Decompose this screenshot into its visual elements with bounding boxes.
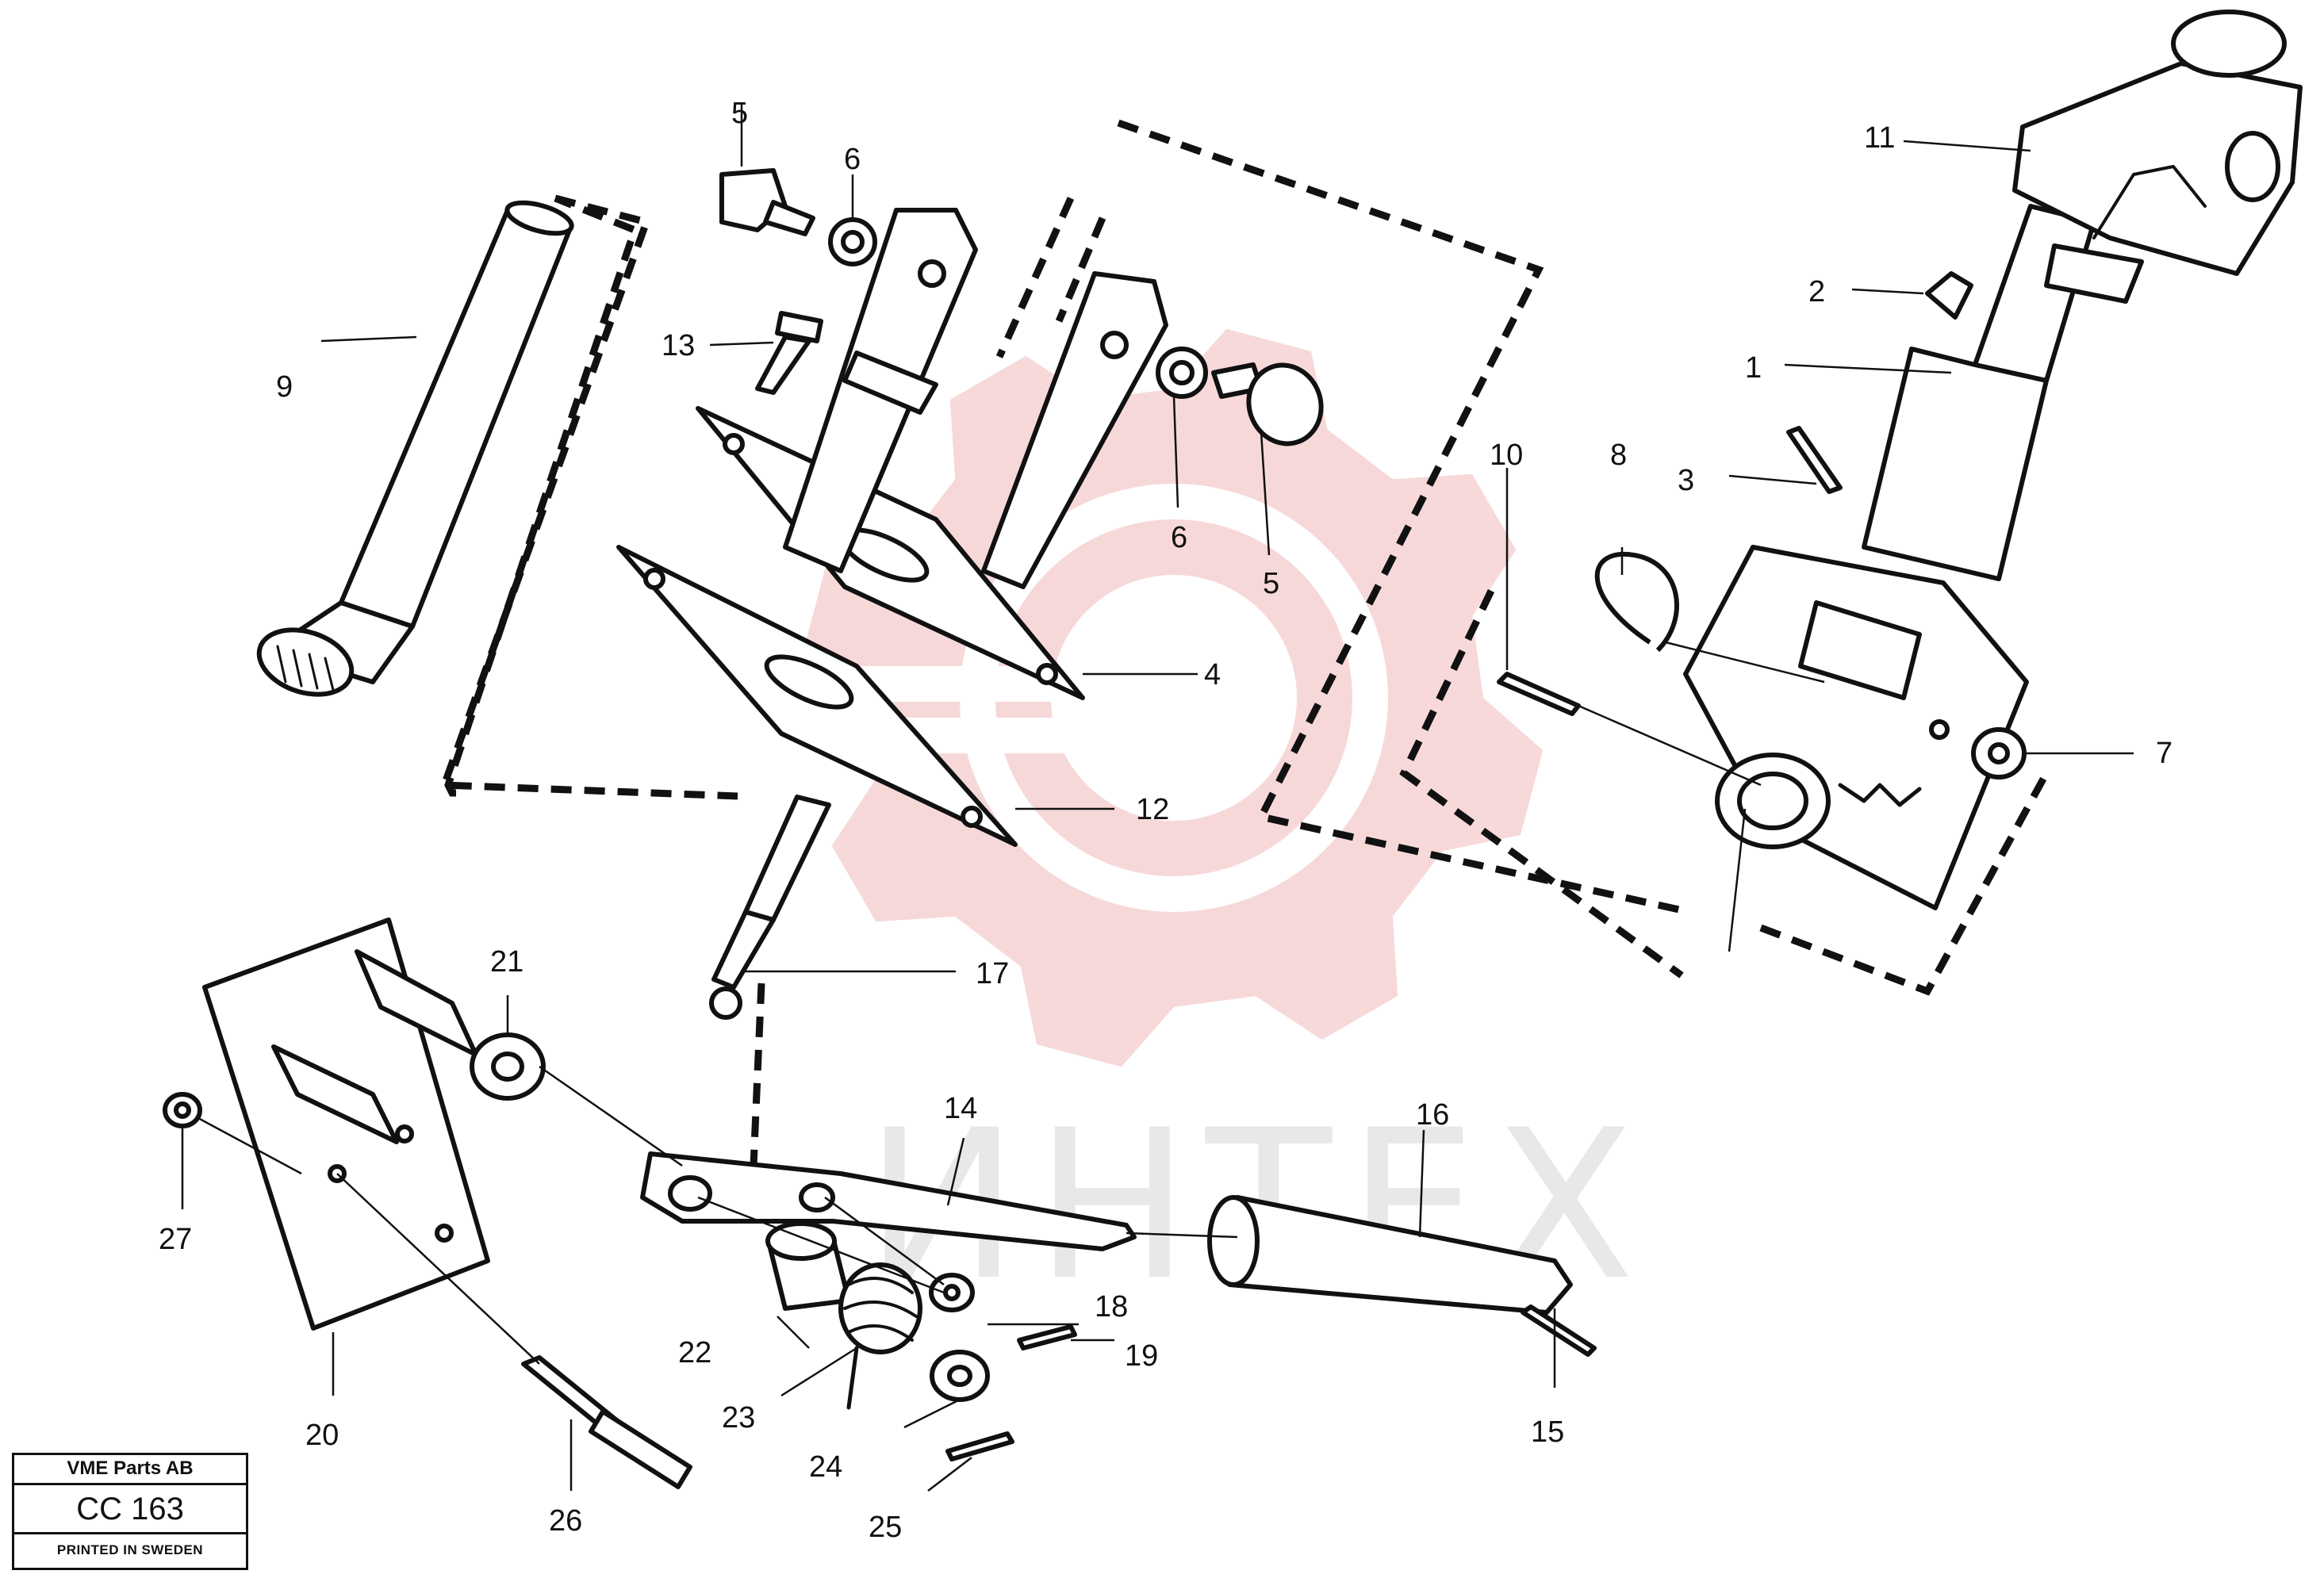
assembly-guide-lines bbox=[439, 119, 2050, 1166]
callout-2: 2 bbox=[1808, 275, 1825, 308]
part-bracket-4 bbox=[696, 208, 1168, 700]
diagram-code: CC 163 bbox=[14, 1485, 246, 1534]
callout-7: 7 bbox=[2156, 737, 2173, 770]
callout-6-mid: 6 bbox=[1171, 521, 1187, 554]
part-lever-14 bbox=[640, 1151, 1137, 1251]
callout-21: 21 bbox=[490, 945, 523, 979]
part-pin-15 bbox=[1521, 1304, 1597, 1357]
callout-9: 9 bbox=[276, 370, 293, 404]
part-screw-5-mid bbox=[1211, 362, 1324, 446]
callout-labels: 1 2 3 4 5 5 6 6 7 8 9 10 11 12 13 14 15 … bbox=[159, 97, 2173, 1544]
callout-5-mid: 5 bbox=[1263, 567, 1279, 600]
part-shaft-9 bbox=[256, 200, 574, 697]
callout-5-top: 5 bbox=[731, 97, 748, 130]
title-block: VME Parts AB CC 163 PRINTED IN SWEDEN bbox=[12, 1453, 248, 1570]
company-name: VME Parts AB bbox=[14, 1455, 246, 1485]
callout-18: 18 bbox=[1095, 1290, 1128, 1323]
callout-19: 19 bbox=[1125, 1339, 1158, 1373]
callout-6-top: 6 bbox=[844, 143, 861, 176]
callout-15: 15 bbox=[1531, 1415, 1564, 1449]
callout-26: 26 bbox=[549, 1504, 582, 1538]
callout-17: 17 bbox=[976, 957, 1009, 990]
part-link-rod-17 bbox=[709, 795, 831, 1020]
part-screw-5-top bbox=[719, 168, 815, 236]
part-washer-21 bbox=[470, 1032, 546, 1101]
callout-14: 14 bbox=[944, 1092, 977, 1125]
part-bushing-22 bbox=[765, 1221, 851, 1311]
part-nut-27 bbox=[163, 1092, 202, 1128]
part-cotter-pin-25 bbox=[945, 1431, 1014, 1461]
callout-22: 22 bbox=[678, 1336, 711, 1369]
callout-27: 27 bbox=[159, 1223, 192, 1256]
part-cotter-pin-19 bbox=[1017, 1324, 1077, 1350]
callout-16: 16 bbox=[1416, 1098, 1449, 1132]
callout-8: 8 bbox=[1610, 439, 1627, 472]
part-column-1 bbox=[1862, 204, 2144, 581]
callout-10: 10 bbox=[1490, 439, 1523, 472]
part-key-2 bbox=[1925, 271, 1973, 320]
callout-20: 20 bbox=[305, 1419, 339, 1452]
part-pin-3 bbox=[1786, 426, 1843, 494]
part-housing bbox=[1683, 545, 2029, 910]
callout-3: 3 bbox=[1678, 464, 1694, 497]
part-washer-7 bbox=[1971, 727, 2027, 780]
part-sleeve-16 bbox=[1207, 1195, 1573, 1315]
callout-23: 23 bbox=[722, 1401, 755, 1435]
printed-in: PRINTED IN SWEDEN bbox=[56, 1542, 204, 1557]
part-bolt-26 bbox=[521, 1355, 692, 1489]
callout-12: 12 bbox=[1136, 793, 1169, 826]
part-washer-6-mid bbox=[1156, 347, 1208, 399]
leader-lines bbox=[181, 103, 2134, 1492]
part-spring-23 bbox=[838, 1262, 922, 1410]
callout-11: 11 bbox=[1864, 121, 1895, 155]
callout-13: 13 bbox=[662, 329, 695, 362]
part-plate-20 bbox=[202, 917, 490, 1331]
part-washer-24 bbox=[930, 1350, 990, 1402]
callout-24: 24 bbox=[809, 1450, 842, 1484]
part-cap-11 bbox=[2012, 10, 2303, 276]
part-plate-12 bbox=[616, 545, 1018, 847]
part-pin-10 bbox=[1497, 672, 1581, 716]
part-circlip-8 bbox=[1594, 551, 1679, 653]
callout-1: 1 bbox=[1745, 351, 1762, 385]
callout-25: 25 bbox=[869, 1511, 902, 1544]
callout-4: 4 bbox=[1204, 658, 1221, 691]
part-screw-13 bbox=[755, 311, 823, 395]
part-washer-6-top bbox=[828, 217, 877, 266]
